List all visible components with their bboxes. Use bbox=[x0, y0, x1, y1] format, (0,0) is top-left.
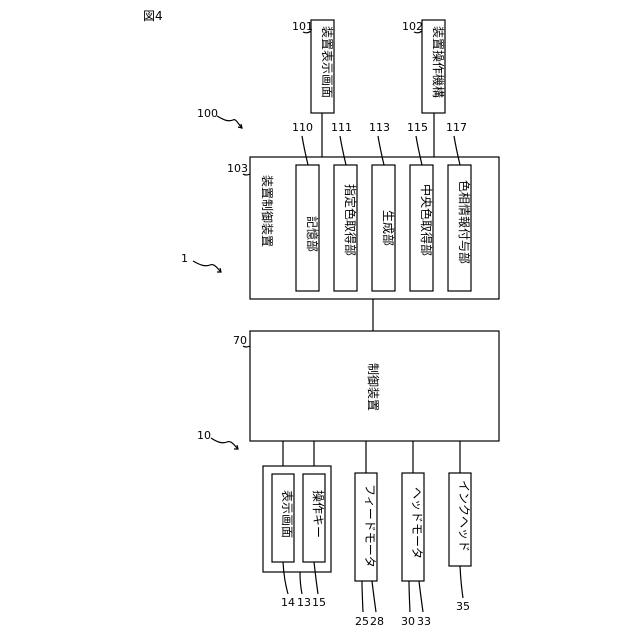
leader-35 bbox=[460, 566, 463, 598]
ref-28: 28 bbox=[370, 615, 384, 628]
display-screen-label: 表示画面 bbox=[280, 490, 294, 538]
leader-30 bbox=[409, 581, 410, 612]
ref-102: 102 bbox=[402, 20, 423, 33]
ref-100: 100 bbox=[197, 107, 218, 120]
leader-10 bbox=[211, 438, 238, 449]
ref-115: 115 bbox=[407, 121, 428, 134]
ref-110: 110 bbox=[292, 121, 313, 134]
ref-30: 30 bbox=[401, 615, 415, 628]
ref-111: 111 bbox=[331, 121, 352, 134]
leader-1 bbox=[193, 261, 221, 272]
module-label-117: 色相情報付与部 bbox=[457, 180, 472, 264]
ref-25: 25 bbox=[355, 615, 369, 628]
head-motor-label: ヘッドモータ bbox=[410, 487, 424, 559]
ref-113: 113 bbox=[369, 121, 390, 134]
figure-label: 図4 bbox=[143, 9, 163, 23]
leader-28 bbox=[372, 581, 376, 612]
module-110: 記憶部 110 bbox=[292, 121, 320, 291]
ref-101: 101 bbox=[292, 20, 313, 33]
leader-13 bbox=[300, 572, 302, 594]
feed-motor-label: フィードモータ bbox=[363, 484, 377, 568]
device-display-screen-label: 装置表示画面 bbox=[320, 26, 334, 98]
ref-10: 10 bbox=[197, 429, 211, 442]
ref-1: 1 bbox=[181, 252, 188, 265]
module-label-115: 中央色取得部 bbox=[419, 184, 434, 256]
ref-70: 70 bbox=[233, 334, 247, 347]
leader-100 bbox=[217, 116, 242, 128]
leader-25 bbox=[362, 581, 363, 612]
module-label-110: 記憶部 bbox=[305, 216, 320, 252]
ref-13: 13 bbox=[297, 596, 311, 609]
module-117: 色相情報付与部 117 bbox=[446, 121, 472, 291]
device-controller-label: 装置制御装置 bbox=[260, 175, 275, 247]
ref-35: 35 bbox=[456, 600, 470, 613]
device-operation-mechanism-label: 装置操作機構 bbox=[431, 26, 446, 98]
module-label-111: 指定色取得部 bbox=[343, 184, 358, 256]
ink-head-label: インクヘッド bbox=[457, 480, 471, 552]
ref-33: 33 bbox=[417, 615, 431, 628]
module-111: 指定色取得部 111 bbox=[331, 121, 358, 291]
ref-14: 14 bbox=[281, 596, 295, 609]
controller-label: 制御装置 bbox=[366, 363, 381, 411]
ref-117: 117 bbox=[446, 121, 467, 134]
operation-keys-label: 操作キー bbox=[311, 490, 326, 538]
ref-15: 15 bbox=[312, 596, 326, 609]
module-113: 生成部 113 bbox=[369, 121, 396, 291]
module-label-113: 生成部 bbox=[381, 210, 396, 246]
leader-33 bbox=[419, 581, 423, 612]
module-115: 中央色取得部 115 bbox=[407, 121, 434, 291]
ref-103: 103 bbox=[227, 162, 248, 175]
